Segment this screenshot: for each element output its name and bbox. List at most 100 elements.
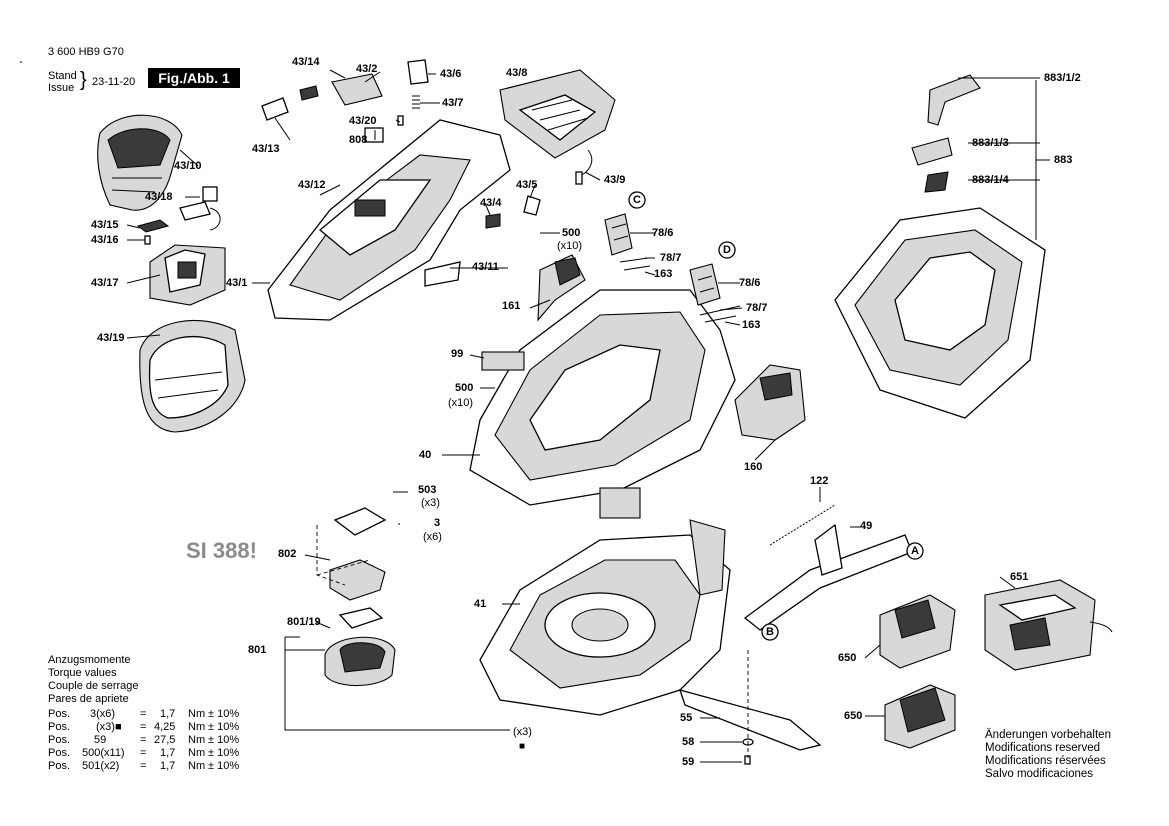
part-label: 500	[455, 382, 474, 394]
electronics-small-parts	[136, 186, 221, 245]
torque-tol: ± 10%	[208, 760, 240, 772]
torque-pos: Pos.	[48, 721, 71, 733]
rear-flap-160	[734, 364, 806, 441]
part-label: 651	[1010, 571, 1029, 583]
modifications-line: Änderungen vorbehalten	[985, 729, 1111, 741]
part-label: 49	[860, 520, 873, 532]
part-label: 78/6	[652, 227, 674, 239]
torque-unit: Nm	[188, 760, 206, 772]
part-label: 801	[248, 644, 267, 656]
modifications-line: Salvo modificaciones	[985, 768, 1094, 780]
part-label: 808	[349, 134, 368, 146]
torque-tol: ± 10%	[208, 721, 240, 733]
deck-41	[479, 487, 731, 716]
part-label: 163	[742, 319, 761, 331]
part-label: 43/2	[356, 63, 378, 75]
callout-b: B	[766, 626, 774, 638]
blade-55	[678, 650, 822, 765]
part-label: (x10)	[448, 397, 474, 409]
document-number: 3 600 HB9 G70	[48, 46, 124, 58]
part-label: 43/7	[442, 97, 464, 109]
torque-eq: =	[140, 721, 147, 733]
part-label: 500	[562, 227, 581, 239]
grass-box-883	[834, 74, 1046, 419]
part-label: 883/1/4	[972, 174, 1009, 186]
part-label: 43/1	[226, 277, 248, 289]
torque-pos: Pos.	[48, 747, 71, 759]
part-label: 43/19	[97, 332, 125, 344]
rear-guard-161	[537, 254, 586, 322]
torque-pos: Pos.	[48, 760, 71, 772]
part-label: 3	[434, 517, 441, 529]
torque-value: 4,25	[154, 721, 176, 733]
part-label: (x6)	[423, 531, 442, 543]
issue-label: Issue	[48, 82, 75, 94]
torque-unit: Nm	[188, 721, 206, 733]
torque-pos: Pos.	[48, 708, 71, 720]
part-label: 801/19	[287, 616, 321, 628]
part-label: 802	[278, 548, 297, 560]
stand-label: Stand	[48, 70, 77, 82]
part-label: 99	[451, 348, 464, 360]
part-label: 43/20	[349, 115, 377, 127]
lower-housing-43-19	[139, 319, 246, 433]
part-label: 43/14	[292, 56, 320, 68]
torque-value: 1,7	[160, 760, 176, 772]
part-label: (x3)	[513, 726, 532, 738]
part-label: 78/6	[739, 277, 761, 289]
electronics-802-801	[316, 507, 396, 687]
torque-unit: Nm	[188, 747, 206, 759]
callout-c: C	[633, 194, 641, 206]
torque-unit: Nm	[188, 734, 206, 746]
latch-parts	[485, 195, 541, 229]
callout-a: A	[911, 545, 919, 557]
modifications-line: Modifications reserved	[985, 742, 1101, 754]
torque-item: (x3)■	[96, 721, 122, 733]
part-label: 883	[1054, 154, 1073, 166]
handle-49-spring-122	[743, 504, 913, 631]
part-label: 43/9	[604, 174, 626, 186]
part-label: 40	[419, 449, 432, 461]
torque-eq: =	[140, 747, 147, 759]
part-label: 883/1/3	[972, 137, 1009, 149]
torque-title-line: Couple de serrage	[48, 680, 139, 692]
charger-651	[984, 579, 1113, 671]
battery-lid-43-8	[499, 69, 616, 185]
part-label: 161	[502, 300, 521, 312]
part-label: 503	[418, 484, 437, 496]
part-label: 883/1/2	[1044, 72, 1081, 84]
torque-title-line: Torque values	[48, 667, 117, 679]
issue-date: 23-11-20	[92, 76, 136, 88]
part-label: 43/4	[480, 197, 502, 209]
torque-item: 59	[94, 734, 107, 746]
brackets-78-6	[604, 213, 741, 323]
part-label: 650	[838, 652, 857, 664]
part-label: (x10)	[557, 240, 583, 252]
part-label: 43/5	[516, 179, 538, 191]
torque-pos: Pos.	[48, 734, 71, 746]
top-cover-43-1	[267, 119, 511, 321]
part-label: 43/17	[91, 277, 119, 289]
torque-unit: Nm	[188, 708, 206, 720]
part-label: (x3)	[421, 497, 440, 509]
part-label: 163	[654, 268, 673, 280]
modifications-line: Modifications réservées	[985, 755, 1106, 767]
housing-40	[469, 289, 736, 506]
torque-eq: =	[140, 760, 147, 772]
leader-lines	[20, 61, 1050, 763]
part-label: 41	[474, 598, 487, 610]
part-label: 122	[810, 475, 829, 487]
part-label: 160	[744, 461, 763, 473]
torque-item: 3(x6)	[90, 708, 116, 720]
part-label: 43/11	[472, 261, 499, 273]
part-label: 43/13	[252, 143, 280, 155]
figure-label: Fig./Abb. 1	[148, 68, 240, 88]
part-label: 43/16	[91, 234, 119, 246]
torque-title-line: Pares de apriete	[48, 693, 129, 705]
battery-650-lower	[884, 684, 956, 749]
torque-tol: ± 10%	[208, 708, 240, 720]
callout-d: D	[723, 244, 731, 256]
torque-tol: ± 10%	[208, 747, 240, 759]
switch-cover-43-10	[97, 114, 183, 211]
torque-value: 1,7	[160, 747, 176, 759]
